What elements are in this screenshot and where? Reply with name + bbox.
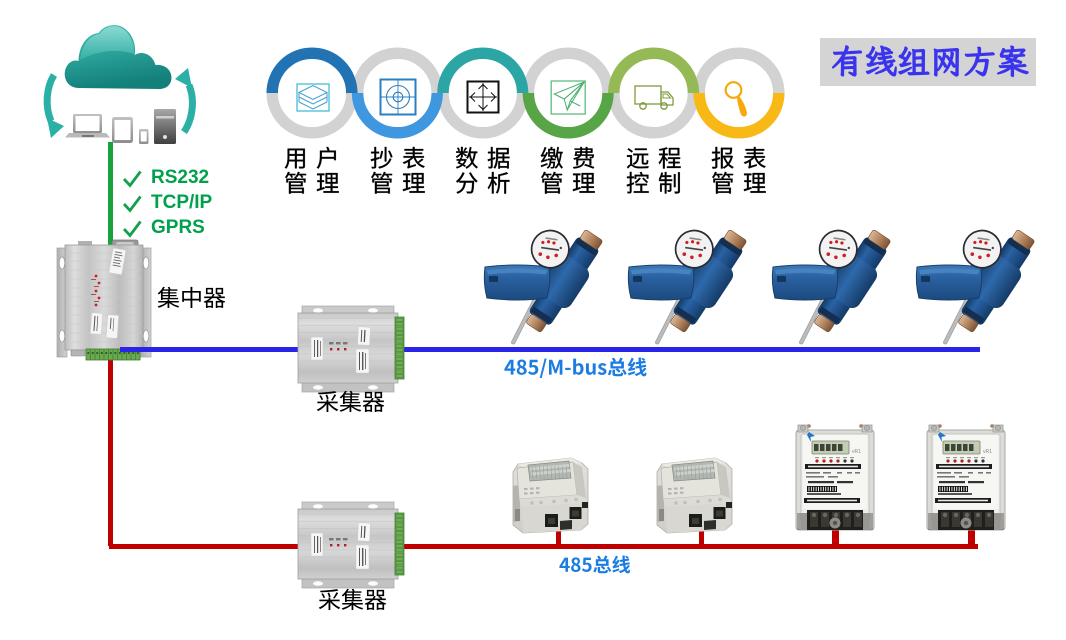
svg-text:vR1: vR1 (983, 449, 992, 455)
svg-text:vR1: vR1 (852, 449, 861, 455)
